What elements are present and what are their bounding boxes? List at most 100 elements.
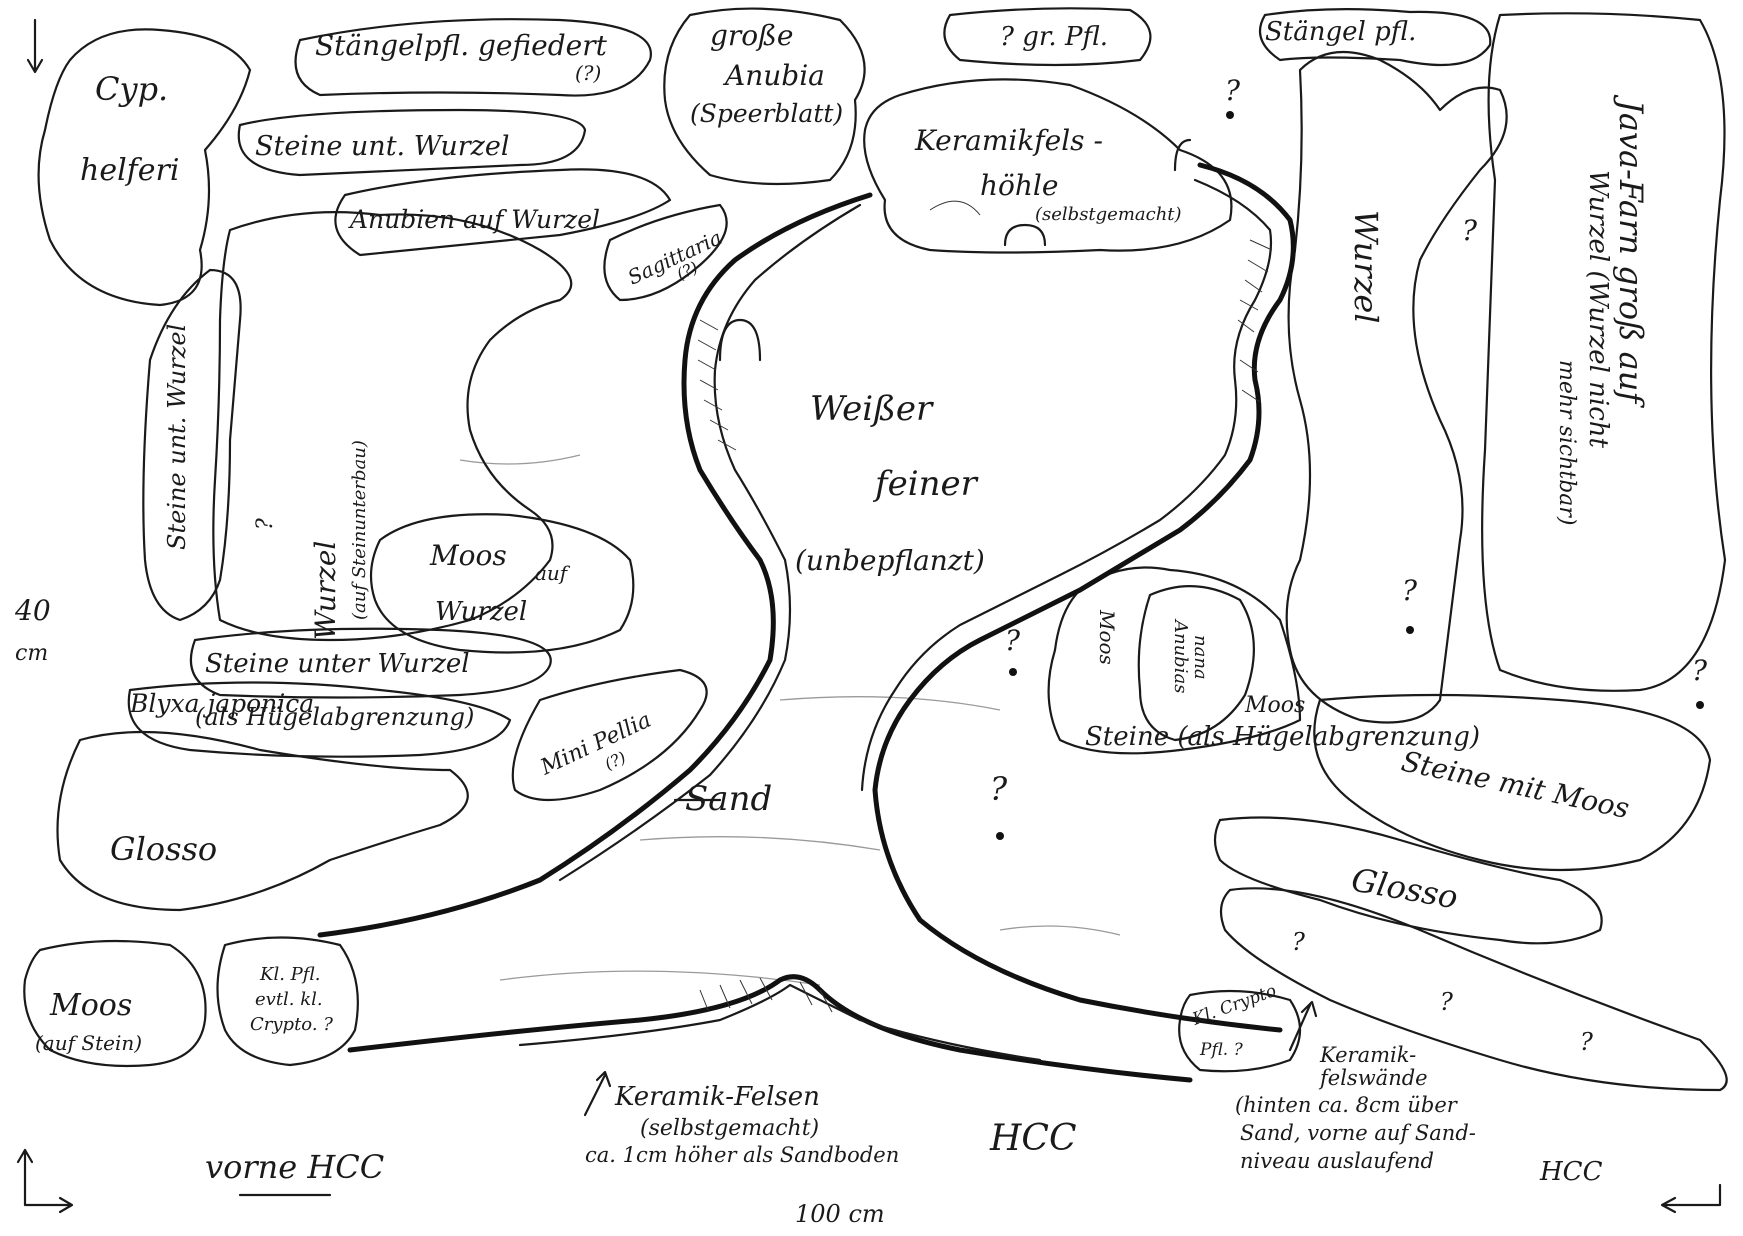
- top-left-arrow-icon: [26, 18, 44, 74]
- region-moos-stein: [23, 939, 207, 1068]
- label-wurzel-mid: Wurzel: [309, 541, 342, 640]
- region-outlines: [23, 7, 1728, 1092]
- corner-arrows: [16, 18, 1722, 1214]
- label-kl-crypto-2: Pfl. ?: [1199, 1040, 1244, 1060]
- region-kl-pfl: [216, 936, 359, 1067]
- region-staengel-gefiedert: [294, 18, 652, 97]
- region-staengel-pfl: [1258, 8, 1492, 67]
- label-java-line1: Java-Farn groß auf: [1612, 94, 1650, 408]
- label-ca-1cm: ca. 1cm höher als Sandboden: [585, 1143, 899, 1167]
- label-q-far-right: ?: [1692, 654, 1708, 687]
- label-helferi: helferi: [80, 153, 179, 188]
- label-java-line3: mehr sichtbar): [1554, 360, 1579, 526]
- label-steine-unt-wurzel: Steine unt. Wurzel: [255, 131, 510, 162]
- pointer-arrows: [238, 798, 1318, 1197]
- arrow-keramik-felsen-icon: [583, 1070, 612, 1117]
- label-kl-pfl-2: evtl. kl.: [255, 989, 323, 1010]
- label-hoehle: höhle: [980, 169, 1058, 202]
- label-gr-pfl: ? gr. Pfl.: [1000, 22, 1108, 52]
- label-anubien-auf-wurzel: Anubien auf Wurzel: [348, 205, 600, 234]
- label-q-sand-2: ?: [990, 770, 1008, 808]
- label-keramik-felswaende-4: Sand, vorne auf Sand-: [1240, 1121, 1476, 1145]
- label-keramikfels: Keramikfels -: [914, 124, 1103, 157]
- label-auf-steinen: (auf Steinunterbau): [349, 440, 370, 620]
- region-anubias-nana: [1137, 585, 1255, 742]
- label-sand: Sand: [685, 779, 772, 819]
- label-hcc-right: HCC: [1539, 1157, 1603, 1187]
- label-vorne-hcc: vorne HCC: [205, 1148, 384, 1186]
- label-als-huegel: (als Hügelabgrenzung): [195, 703, 474, 731]
- label-keramik-felswaende-1: Keramik-: [1319, 1043, 1416, 1067]
- label-sagittaria: Sagittaria: [624, 225, 725, 289]
- unknown-dots: [996, 111, 1704, 840]
- region-anubien-auf-wurzel: [334, 168, 672, 257]
- cave-arch-left-icon: [718, 318, 762, 362]
- label-steine-mit-moos: Steine mit Moos: [1399, 745, 1633, 825]
- bottom-left-arrow-icon: [16, 1148, 74, 1214]
- cave-arch-top-icon: [1003, 223, 1047, 247]
- front-ceramic-felsen-inner: [518, 983, 1042, 1062]
- region-als-huegel: [127, 681, 512, 758]
- region-keramikfels-hoehle: [863, 78, 1233, 254]
- label-moos-auf-wurzel-3: Wurzel: [435, 597, 527, 627]
- label-q-sand-1: ?: [1005, 624, 1021, 657]
- label-speerblatt: (Speerblatt): [690, 99, 843, 128]
- label-glosso-left: Glosso: [110, 830, 217, 868]
- label-keramik-felswaende-5: niveau auslaufend: [1240, 1149, 1434, 1173]
- label-selbstgemacht1: (selbstgemacht): [1035, 204, 1182, 225]
- label-keramik-felswaende-3: (hinten ca. 8cm über: [1235, 1093, 1459, 1117]
- label-cm: cm: [15, 641, 48, 666]
- label-staengel-gefiedert: Stängelpfl. gefiedert: [315, 29, 608, 62]
- label-staengel-pfl: Stängel pfl.: [1265, 17, 1416, 47]
- label-wurzel-right: Wurzel: [1347, 210, 1385, 324]
- label-feiner: feiner: [872, 464, 979, 504]
- region-gr-pfl: [943, 7, 1152, 67]
- label-hcc-mid: HCC: [989, 1118, 1076, 1159]
- cave-arch-right-icon: [1173, 138, 1192, 172]
- label-steine-als-huegel: Steine (als Hügelabgrenzung): [1085, 722, 1480, 752]
- label-q-lower-right-3: ?: [1580, 1028, 1593, 1056]
- ceramic-walls: [317, 162, 1296, 1083]
- label-q-java-1: ?: [1462, 214, 1478, 247]
- label-steine-unt-wurzel-vertical: Steine unt. Wurzel: [163, 324, 191, 550]
- label-keramik-felswaende-2: felswände: [1318, 1066, 1428, 1090]
- label-q-lower-right-2: ?: [1440, 988, 1453, 1016]
- arrow-keramik-felswaende-icon: [1288, 1000, 1318, 1052]
- region-steine-unt-wurzel: [237, 108, 587, 177]
- region-sagittaria: [603, 203, 728, 302]
- label-glosso-right: Glosso: [1349, 860, 1461, 916]
- label-moos-auf-wurzel-2: auf: [535, 561, 571, 585]
- label-moos-right-a: Moos: [1095, 609, 1119, 665]
- label-moos-right-b: Moos: [1244, 693, 1305, 718]
- region-cyp-helferi: [37, 28, 252, 307]
- region-steine-mit-moos: [1313, 693, 1712, 872]
- region-glosso-left: [56, 730, 469, 912]
- right-ceramic-wall: [872, 162, 1296, 1033]
- label-40: 40: [14, 594, 51, 627]
- label-moos-auf-wurzel-1: Moos: [429, 539, 507, 572]
- label-steine-unter-wurzel: Steine unter Wurzel: [205, 649, 470, 679]
- left-ceramic-wall: [317, 192, 873, 938]
- right-ceramic-wall-inner: [860, 178, 1273, 792]
- paper-texture: [459, 454, 1121, 986]
- label-selbstgemacht2: (selbstgemacht): [640, 1116, 819, 1141]
- label-q-wurzel-mid: ?: [253, 518, 278, 530]
- label-blyxa: Blyxa japonica: [129, 689, 314, 718]
- label-anubias-nana-1: Anubias: [1170, 618, 1191, 693]
- label-java-line2: Wurzel (Wurzel nicht: [1583, 170, 1613, 449]
- region-steine-unt-wurzel-vertical: [142, 268, 242, 622]
- label-unbepflanzt: (unbepflanzt): [795, 544, 985, 577]
- label-moos-stein-2: (auf Stein): [35, 1031, 142, 1055]
- wall-hatching: [697, 138, 1273, 1013]
- region-steine-unter-wurzel: [189, 627, 552, 699]
- label-q-java-2: ?: [1402, 574, 1418, 607]
- region-grosse-anubia: [663, 7, 866, 186]
- label-kl-pfl-1: Kl. Pfl.: [259, 964, 321, 985]
- label-anubia: Anubia: [722, 59, 825, 92]
- region-moos-auf-wurzel: [369, 513, 635, 654]
- region-glosso-right: [1213, 816, 1603, 945]
- region-wurzel-mid: [212, 211, 573, 642]
- label-q-lower-right-1: ?: [1292, 928, 1305, 956]
- label-moos-stein-1: Moos: [49, 988, 132, 1023]
